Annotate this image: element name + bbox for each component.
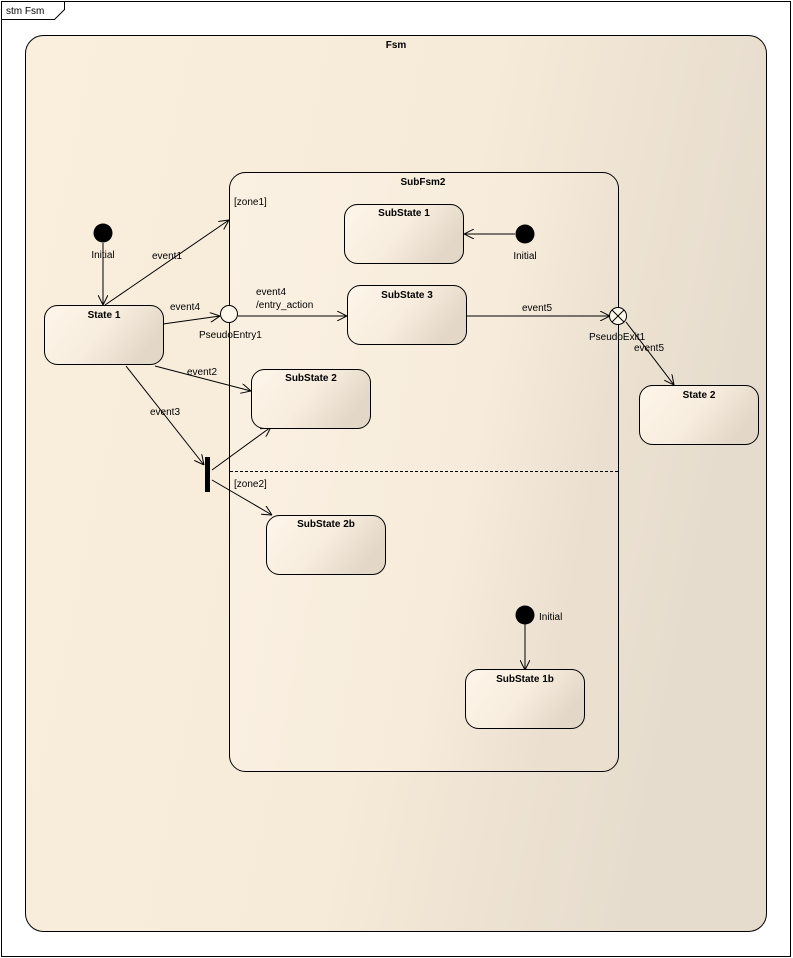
state2-node[interactable]: State 2 [639, 385, 759, 445]
entry-point-node[interactable] [220, 305, 238, 323]
entry-action-label: /entry_action [256, 300, 313, 311]
frame-tab [1, 1, 65, 20]
event5-outer-transition[interactable] [625, 321, 674, 385]
substate2-label: SubState 2 [285, 373, 337, 384]
event4-inner-label: event4 [256, 287, 286, 298]
substate1-label: SubState 1 [378, 208, 430, 219]
event4-label: event4 [170, 302, 200, 313]
substate2b-label: SubState 2b [297, 519, 355, 530]
fork-to-substate2b-transition[interactable] [211, 479, 272, 515]
event5-outer-label: event5 [634, 343, 664, 354]
state2-label: State 2 [683, 390, 716, 401]
substate1b-label: SubState 1b [496, 674, 554, 685]
event3-transition[interactable] [125, 365, 204, 465]
initial-zone1-label: Initial [513, 251, 536, 262]
event2-label: event2 [187, 367, 217, 378]
event1-label: event1 [152, 251, 182, 262]
initial-outer-node[interactable] [93, 223, 113, 243]
substate3-node[interactable]: SubState 3 [347, 285, 467, 345]
substate2-node[interactable]: SubState 2 [251, 369, 371, 429]
initial-zone2-label: Initial [539, 612, 562, 623]
entry-point-label: PseudoEntry1 [199, 330, 262, 341]
event5-inner-label: event5 [522, 303, 552, 314]
state1-label: State 1 [88, 310, 121, 321]
initial-zone1-node[interactable] [515, 224, 535, 244]
substate1b-node[interactable]: SubState 1b [465, 669, 585, 729]
substate3-label: SubState 3 [381, 290, 433, 301]
state1-node[interactable]: State 1 [44, 305, 164, 365]
fork-to-substate2-transition[interactable] [211, 427, 271, 471]
substate2b-node[interactable]: SubState 2b [266, 515, 386, 575]
event2-transition[interactable] [154, 365, 251, 391]
exit-point-label: PseudoExit1 [589, 332, 646, 343]
event3-label: event3 [150, 407, 180, 418]
fsm-title: Fsm [386, 40, 407, 51]
event4-transition[interactable] [162, 316, 220, 325]
zone2-label: [zone2] [234, 479, 267, 490]
substate1-node[interactable]: SubState 1 [344, 204, 464, 264]
event1-transition[interactable] [104, 220, 229, 306]
initial-zone2-node[interactable] [515, 605, 535, 625]
initial-outer-label: Initial [91, 250, 114, 261]
subfsm-title: SubFsm2 [400, 177, 445, 188]
exit-point-node[interactable] [609, 307, 627, 325]
zone1-label: [zone1] [234, 197, 267, 208]
frame-title: stm Fsm [6, 6, 44, 17]
fork-bar[interactable] [205, 457, 210, 492]
